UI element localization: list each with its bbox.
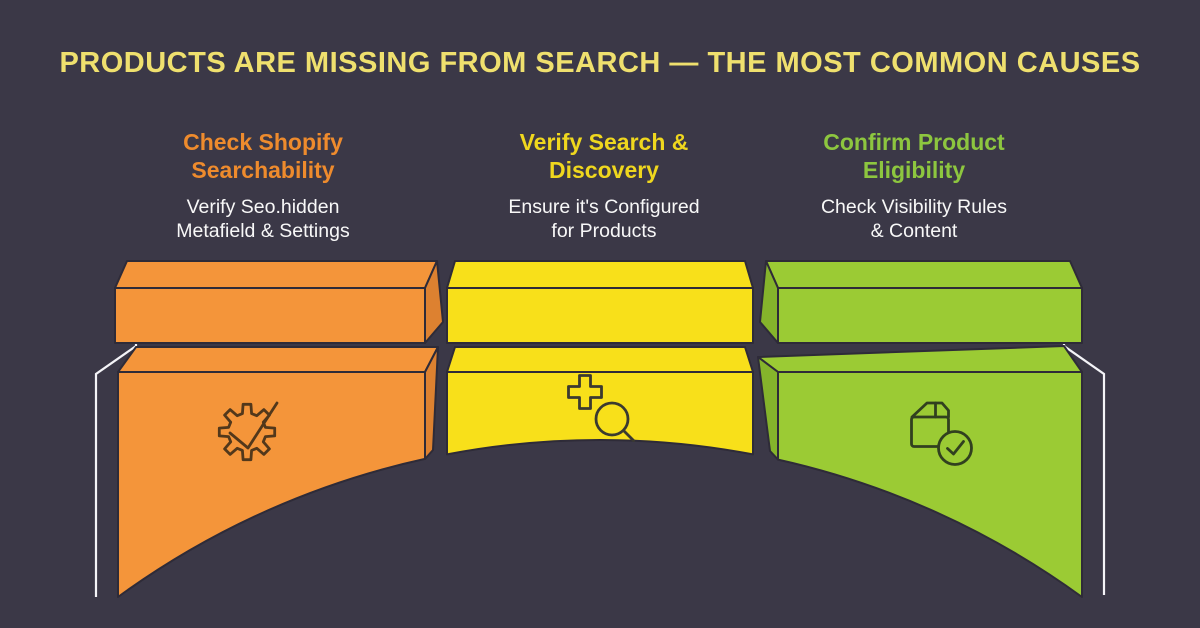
orange-block-front-face [117, 371, 426, 598]
column-heading: Confirm Product Eligibility [749, 128, 1079, 184]
yellow-block-front-face [446, 371, 754, 456]
yellow-block-top-face [446, 346, 754, 373]
subtext-line: for Products [551, 220, 657, 242]
plus-outline [567, 374, 603, 410]
orange-top-slab [114, 260, 444, 344]
subtext-line: Check Visibility Rules [820, 196, 1008, 218]
gear-check-icon [217, 401, 279, 462]
column-heading: Check Shopify Searchability [98, 128, 428, 184]
subtext-line: Metafield & Settings [176, 220, 350, 242]
subtext-line: Ensure it's Configured [508, 196, 700, 218]
gear-outline [217, 402, 277, 462]
green-block-front-face [777, 371, 1083, 598]
package-check-icon [910, 401, 973, 466]
column-subtext: Ensure it's Configured for Products [439, 195, 769, 243]
yellow-slab-front-face [446, 287, 754, 344]
orange-slab-top-face [114, 260, 438, 289]
page-title: PRODUCTS ARE MISSING FROM SEARCH — THE M… [59, 47, 1141, 79]
column-subtext: Check Visibility Rules & Content [749, 195, 1079, 243]
magnifier-plus-icon [567, 374, 635, 442]
yellow-top-slab [446, 260, 754, 344]
package-lid [910, 401, 950, 419]
magnifier-handle [622, 429, 635, 442]
yellow-lower-block [446, 346, 754, 456]
column-heading: Verify Search & Discovery [439, 128, 769, 184]
green-slab-top-face [765, 260, 1083, 289]
magnifier-lens [594, 401, 630, 437]
green-slab-front-face [777, 287, 1083, 344]
checkmark-stroke [228, 401, 279, 450]
green-block-side-face [757, 356, 779, 461]
heading-line: Eligibility [862, 157, 966, 183]
green-top-slab [759, 260, 1083, 344]
column-verify-search-discovery: Verify Search & Discovery Ensure it's Co… [439, 128, 769, 243]
checkmark-stroke [946, 440, 965, 456]
green-block-top-face [757, 345, 1083, 373]
column-check-shopify-searchability: Check Shopify Searchability Verify Seo.h… [98, 128, 428, 243]
column-confirm-product-eligibility: Confirm Product Eligibility Check Visibi… [749, 128, 1079, 243]
column-subtext: Verify Seo.hidden Metafield & Settings [98, 195, 428, 243]
heading-line: Searchability [191, 157, 335, 183]
heading-line: Verify Search & [519, 129, 689, 155]
heading-line: Confirm Product [823, 129, 1005, 155]
green-lower-block [757, 345, 1083, 598]
subtext-line: & Content [870, 220, 958, 242]
check-circle [937, 430, 973, 466]
orange-slab-front-face [114, 287, 426, 344]
heading-line: Discovery [549, 157, 659, 183]
heading-line: Check Shopify [183, 129, 343, 155]
yellow-slab-top-face [446, 260, 754, 289]
subtext-line: Verify Seo.hidden [186, 196, 340, 218]
orange-block-top-face [117, 346, 439, 373]
orange-lower-block [117, 346, 439, 598]
